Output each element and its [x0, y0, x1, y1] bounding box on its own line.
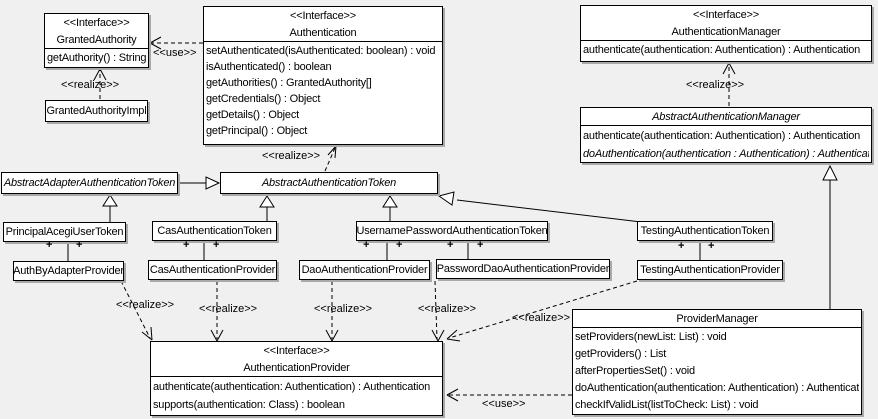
class-name: AbstractAuthenticationManager	[652, 111, 800, 123]
class-name: ProviderManager	[676, 313, 758, 325]
multiplicity-plus: +	[46, 239, 53, 251]
realize-label: <<realize>>	[418, 303, 477, 315]
open-arrowheads	[93, 36, 736, 402]
realize-label: <<realize>>	[61, 79, 120, 91]
class-box-principal-acegi-user-token[interactable]: PrincipalAcegiUserToken	[3, 222, 126, 242]
multiplicity-plus: +	[76, 239, 83, 251]
multiplicity-plus: +	[477, 239, 484, 251]
class-box-authentication-manager[interactable]: <<Interface>> AuthenticationManager auth…	[580, 5, 872, 62]
class-name: UsernamePasswordAuthenticationToken	[356, 224, 548, 237]
multiplicity-plus: +	[213, 239, 220, 251]
class-box-provider-manager[interactable]: ProviderManager setProviders(newList: Li…	[572, 309, 862, 415]
class-box-granted-authority[interactable]: <<Interface>> GrantedAuthority getAuthor…	[44, 13, 149, 68]
method-row: afterPropertiesSet() : void	[575, 365, 695, 377]
generalization-adapter-token-to-abstract-token	[178, 176, 221, 190]
method-row: doAuthentication(authentication: Authent…	[575, 382, 859, 394]
class-box-authentication-provider[interactable]: <<Interface>> AuthenticationProvider aut…	[150, 341, 443, 416]
class-name: AuthenticationProvider	[243, 362, 350, 374]
class-box-password-dao-authentication-provider[interactable]: PasswordDaoAuthenticationProvider	[436, 259, 610, 279]
class-name: AbstractAdapterAuthenticationToken	[3, 176, 176, 189]
class-name: AuthByAdapterProvider	[13, 264, 124, 277]
use-label: <<use>>	[482, 398, 526, 410]
realize-label: <<realize>>	[686, 79, 745, 91]
class-name: GrantedAuthorityImpl	[46, 104, 147, 117]
class-name: CasAuthenticationProvider	[149, 263, 276, 276]
generalization-testing-token-to-abstract-token	[437, 191, 642, 223]
class-name: TestingAuthenticationProvider	[640, 263, 780, 276]
class-name: CasAuthenticationToken	[157, 224, 272, 237]
class-name: DaoAuthenticationProvider	[301, 263, 428, 276]
generalization-cas-token-to-abstract-token	[259, 195, 275, 222]
class-box-abstract-adapter-authentication-token[interactable]: AbstractAdapterAuthenticationToken	[1, 172, 178, 194]
class-box-cas-authentication-token[interactable]: CasAuthenticationToken	[152, 221, 277, 241]
method-row: getPrincipal() : Object	[206, 125, 308, 137]
multiplicity-plus: +	[363, 239, 370, 251]
class-name: AbstractAuthenticationToken	[261, 176, 397, 189]
method-row: supports(authentication: Class) : boolea…	[153, 399, 345, 411]
multiplicity-plus: +	[447, 239, 454, 251]
generalization-usernamepassword-to-abstract-token	[382, 195, 398, 222]
multiplicity-plus: +	[678, 240, 685, 252]
class-box-auth-by-adapter-provider[interactable]: AuthByAdapterProvider	[13, 261, 124, 281]
method-row: authenticate(authentication: Authenticat…	[583, 130, 861, 142]
multiplicity-plus: +	[183, 239, 190, 251]
realize-edge-abstract-token-authentication	[324, 147, 336, 172]
class-box-granted-authority-impl[interactable]: GrantedAuthorityImpl	[45, 100, 148, 122]
generalization-providermanager-to-abstract-manager	[822, 164, 838, 310]
method-row: setProviders(newList: List) : void	[575, 331, 727, 343]
realize-label: <<realize>>	[512, 312, 571, 324]
class-name: AuthenticationManager	[671, 26, 781, 38]
realize-label: <<realize>>	[314, 303, 373, 315]
realize-edge-authbyadapter-provider	[120, 280, 151, 339]
class-box-abstract-authentication-token[interactable]: AbstractAuthenticationToken	[220, 172, 438, 194]
realize-label: <<realize>>	[199, 303, 258, 315]
class-box-cas-authentication-provider[interactable]: CasAuthenticationProvider	[148, 260, 277, 280]
multiplicity-plus: +	[396, 239, 403, 251]
class-box-username-password-authentication-token[interactable]: UsernamePasswordAuthenticationToken	[356, 221, 548, 241]
class-name: Authentication	[289, 27, 357, 39]
class-name: PasswordDaoAuthenticationProvider	[436, 262, 610, 275]
method-row: authenticate(authentication: Authenticat…	[583, 44, 861, 56]
method-row: getAuthority() : String	[47, 52, 146, 64]
method-row: getCredentials() : Object	[206, 93, 321, 105]
stereotype-label: <<Interface>>	[63, 17, 130, 29]
method-row: doAuthentication(authentication : Authen…	[583, 148, 869, 160]
realize-label: <<realize>>	[262, 150, 321, 162]
method-row: checkIfValidList(listToCheck: List) : vo…	[575, 399, 759, 411]
stereotype-label: <<Interface>>	[693, 9, 759, 21]
realize-edge-testing-provider	[448, 280, 638, 339]
class-box-dao-authentication-provider[interactable]: DaoAuthenticationProvider	[299, 260, 430, 280]
method-row: authenticate(authentication: Authenticat…	[153, 381, 431, 393]
realize-edge-passworddao-provider	[434, 280, 438, 340]
class-box-authentication[interactable]: <<Interface>> Authentication setAuthenti…	[203, 6, 443, 145]
class-name: PrincipalAcegiUserToken	[5, 225, 124, 238]
method-row: setAuthenticated(isAuthenticated: boolea…	[206, 45, 436, 57]
method-row: getAuthorities() : GrantedAuthority[]	[206, 77, 372, 89]
generalization-principal-to-adapter-token	[102, 194, 118, 223]
method-row: isAuthenticated() : boolean	[206, 61, 332, 73]
multiplicity-plus: +	[708, 240, 715, 252]
class-box-abstract-authentication-manager[interactable]: AbstractAuthenticationManager authentica…	[580, 107, 872, 163]
class-name: GrantedAuthority	[56, 34, 137, 46]
stereotype-label: <<Interface>>	[290, 10, 356, 22]
class-box-testing-authentication-token[interactable]: TestingAuthenticationToken	[637, 221, 773, 241]
stereotype-label: <<Interface>>	[263, 345, 330, 357]
realize-label: <<realize>>	[116, 299, 175, 311]
method-row: getProviders() : List	[575, 348, 667, 360]
class-box-testing-authentication-provider[interactable]: TestingAuthenticationProvider	[637, 260, 783, 280]
class-name: TestingAuthenticationToken	[640, 224, 770, 237]
use-label: <<use>>	[153, 47, 197, 59]
method-row: getDetails() : Object	[206, 109, 300, 121]
